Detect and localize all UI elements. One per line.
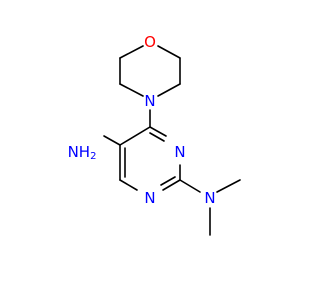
bond-c4-n3 — [149, 126, 167, 137]
oxygen-atom: O — [144, 33, 156, 51]
bonds — [103, 45, 241, 236]
bond-c2-n1-inner — [160, 176, 176, 186]
atom-labels: O N N N N NH2 — [68, 33, 216, 207]
dimethylamino-nitrogen: N — [204, 189, 215, 207]
pyrimidine-nitrogen-upper: N — [174, 143, 185, 161]
bond-n-methyl-upper — [216, 179, 241, 193]
pyrimidine-nitrogen-lower: N — [144, 189, 155, 207]
bond-n1-c6 — [119, 179, 138, 191]
bond-c2-n1 — [162, 179, 181, 191]
bond-o-c-right — [157, 45, 181, 59]
bond-c2-nme2 — [179, 179, 201, 193]
amine-nh: NH — [68, 143, 91, 161]
bond-c4-n3-inner — [149, 132, 165, 142]
bond-c-n-right — [157, 83, 181, 97]
bond-c5-nh2 — [103, 135, 121, 146]
bond-c-o-left — [119, 45, 144, 59]
bond-n-c-left — [119, 83, 144, 97]
molecule-structure: O N N N N NH2 — [67, 33, 241, 236]
bond-c5-c4 — [119, 126, 151, 146]
amine-subscript: 2 — [90, 151, 96, 162]
amine-label: NH2 — [68, 143, 97, 162]
morpholine-nitrogen-atom: N — [144, 92, 155, 110]
